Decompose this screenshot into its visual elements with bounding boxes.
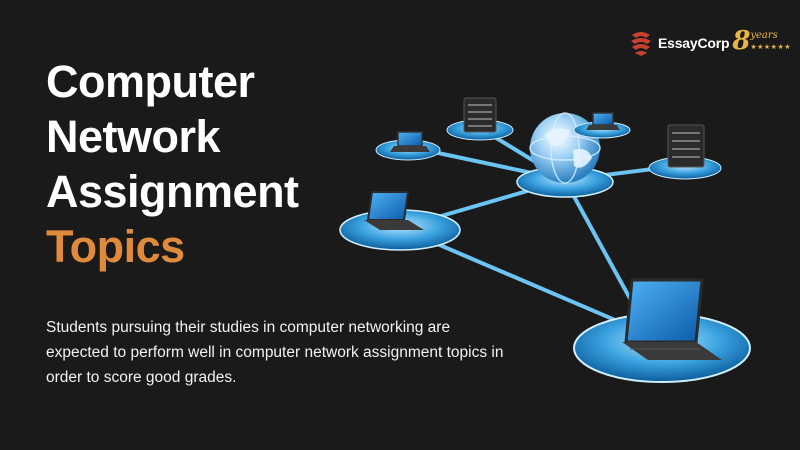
anniversary-stars: ★★★★★★ <box>750 44 792 51</box>
network-illustration <box>339 97 751 383</box>
laptop-icon <box>586 112 620 130</box>
headline-line-1: Computer <box>46 56 255 107</box>
server-icon <box>463 97 497 133</box>
brand-name: EssayCorp <box>658 35 730 51</box>
server-icon <box>667 124 705 168</box>
logo-mark-icon <box>631 32 651 56</box>
description-text: Students pursuing their studies in compu… <box>46 319 504 386</box>
anniversary-number: 8 <box>732 26 751 56</box>
headline-line-3: Assignment <box>46 166 299 217</box>
brand-logo[interactable]: EssayCorp 8 years ★★★★★★ <box>628 26 791 60</box>
headline-accent-word: Topics <box>46 221 185 272</box>
anniversary-badge: 8 years ★★★★★★ <box>732 26 790 58</box>
laptop-icon <box>364 191 424 230</box>
anniversary-text: years <box>750 30 778 41</box>
laptop-icon <box>390 131 430 152</box>
headline-line-2: Network <box>46 111 221 162</box>
headline: Computer Network Assignment Topics <box>46 54 299 274</box>
laptop-icon <box>622 278 722 360</box>
